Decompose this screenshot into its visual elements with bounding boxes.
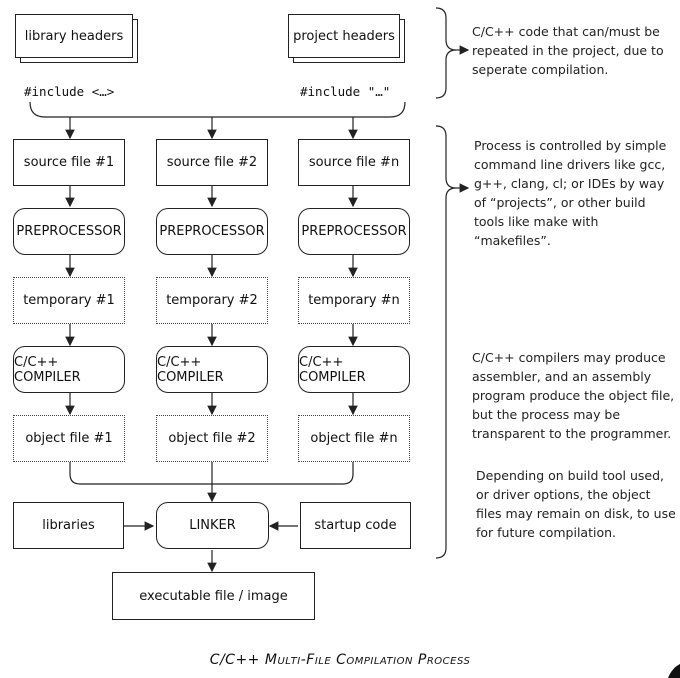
preprocessor-box-2: PREPROCESSOR — [156, 208, 268, 255]
include-proj-text: #include "…" — [300, 84, 391, 99]
compiler-label-2: C/C++ COMPILER — [157, 354, 224, 385]
library-headers-label: library headers — [24, 28, 124, 44]
temporary-box-1: temporary #1 — [13, 277, 125, 324]
startup-code-label: startup code — [314, 518, 397, 533]
preprocessor-label-n: PREPROCESSOR — [301, 224, 407, 239]
temporary-label-1: temporary #1 — [23, 293, 115, 308]
object-file-label-n: object file #n — [310, 431, 398, 446]
temporary-label-2: temporary #2 — [166, 293, 258, 308]
startup-code-box: startup code — [300, 502, 411, 549]
project-headers-box: project headers — [288, 14, 400, 58]
executable-box: executable file / image — [112, 572, 315, 620]
temporary-label-n: temporary #n — [308, 293, 400, 308]
object-file-label-1: object file #1 — [25, 431, 113, 446]
preprocessor-box-1: PREPROCESSOR — [13, 208, 125, 255]
note-drivers: Process is controlled by simple command … — [474, 138, 667, 248]
source-file-box-1: source file #1 — [13, 139, 125, 186]
temporary-box-n: temporary #n — [298, 277, 410, 324]
project-headers-label: project headers — [293, 28, 395, 44]
compiler-label-1: C/C++ COMPILER — [14, 354, 81, 385]
source-file-label-2: source file #2 — [166, 155, 258, 170]
library-headers-box: library headers — [15, 14, 133, 58]
compiler-box-n: C/C++ COMPILER — [298, 346, 410, 393]
compiler-box-1: C/C++ COMPILER — [13, 346, 125, 393]
preprocessor-label-1: PREPROCESSOR — [16, 224, 122, 239]
libraries-label: libraries — [42, 518, 95, 533]
object-file-box-2: object file #2 — [156, 415, 268, 462]
object-file-box-1: object file #1 — [13, 415, 125, 462]
linker-box: LINKER — [156, 502, 269, 549]
temporary-box-2: temporary #2 — [156, 277, 268, 324]
object-file-box-n: object file #n — [298, 415, 410, 462]
linker-label: LINKER — [189, 518, 236, 533]
note-compilers: C/C++ compilers may produce assembler, a… — [472, 350, 675, 441]
source-file-box-n: source file #n — [298, 139, 410, 186]
note-object-files: Depending on build tool used, or driver … — [476, 468, 676, 540]
source-file-box-2: source file #2 — [156, 139, 268, 186]
compiler-box-2: C/C++ COMPILER — [156, 346, 268, 393]
object-file-label-2: object file #2 — [168, 431, 256, 446]
source-file-label-1: source file #1 — [23, 155, 115, 170]
include-lib-text: #include <…> — [24, 84, 115, 99]
executable-label: executable file / image — [139, 588, 288, 604]
source-file-label-n: source file #n — [308, 155, 400, 170]
preprocessor-label-2: PREPROCESSOR — [159, 224, 265, 239]
libraries-box: libraries — [13, 502, 124, 549]
diagram-title: C/C++ Multi-File Compilation Process — [209, 652, 471, 668]
preprocessor-box-n: PREPROCESSOR — [298, 208, 410, 255]
compiler-label-n: C/C++ COMPILER — [299, 354, 366, 385]
note-headers: C/C++ code that can/must be repeated in … — [472, 24, 664, 77]
